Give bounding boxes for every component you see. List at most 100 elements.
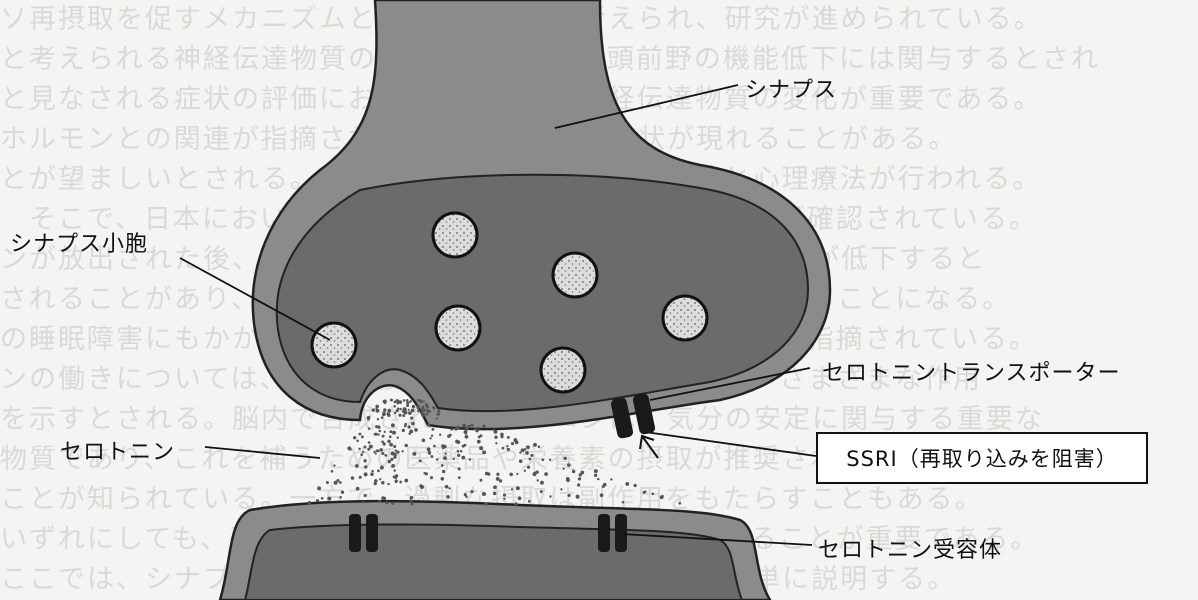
vesicle [433,213,477,257]
serotonin-dot [479,479,482,482]
serotonin-dot [421,406,424,409]
serotonin-dot [446,495,450,499]
label-serotonin: セロトニン [60,434,175,466]
serotonin-dot [529,458,532,461]
serotonin-dot [361,435,364,438]
serotonin-dot [427,447,431,451]
serotonin-dot [377,469,380,472]
serotonin-dot [511,442,514,445]
serotonin-dot [419,399,422,402]
serotonin-dot [572,470,576,474]
serotonin-dot [514,502,517,505]
serotonin-dot [339,481,342,484]
serotonin-dot [576,495,580,499]
serotonin-dot [364,472,368,476]
serotonin-dot [430,455,433,458]
leader-serotonin [205,447,320,458]
serotonin-dot [651,492,654,495]
serotonin-dot [500,433,503,436]
serotonin-dot [515,441,519,445]
serotonin-dot [317,486,321,490]
serotonin-dot [398,414,401,417]
serotonin-dot [371,470,374,473]
serotonin-dot [430,476,433,479]
serotonin-dot [534,471,536,473]
serotonin-dot [392,431,396,435]
serotonin-dot [389,436,392,439]
serotonin-dot [499,479,502,482]
serotonin-dot [678,502,681,505]
serotonin-dot [519,451,521,453]
serotonin-dot [427,410,431,414]
serotonin-dot [493,429,495,431]
serotonin-dot [417,407,419,409]
serotonin-dot [364,465,367,468]
serotonin-dot [355,464,359,468]
serotonin-dot [501,447,504,450]
serotonin-dot [383,411,386,414]
serotonin-dot [516,486,520,490]
serotonin-dot [538,445,541,448]
serotonin-dot [519,459,523,463]
serotonin-dot [600,493,604,497]
serotonin-dot [358,433,361,436]
serotonin-dot [409,499,412,502]
serotonin-dot [383,408,386,411]
serotonin-dot [389,443,393,447]
serotonin-dot [384,431,386,433]
serotonin-dot [432,406,435,409]
serotonin-dot [457,450,460,453]
serotonin-dot [564,457,567,460]
serotonin-dot [477,440,481,444]
serotonin-dot [379,448,383,452]
serotonin-dot [474,428,476,430]
serotonin-dot [484,502,487,505]
serotonin-dot [387,414,390,417]
serotonin-dot [633,484,636,487]
serotonin-dot [622,501,625,504]
serotonin-dot [496,477,500,481]
serotonin-dot [426,413,429,416]
serotonin-dot [441,477,445,481]
serotonin-dot [544,472,548,476]
serotonin-dot [392,424,395,427]
serotonin-dot [578,477,581,480]
serotonin-dot [540,481,544,485]
label-transporter: セロトニントランスポーター [822,355,1121,387]
vesicle [436,306,480,350]
serotonin-dot [409,429,413,433]
serotonin-dot [444,453,446,455]
serotonin-dot [381,440,384,443]
serotonin-dot [530,454,533,457]
serotonin-dot [460,450,463,453]
serotonin-dot [458,476,461,479]
serotonin-dot [391,464,395,468]
serotonin-dot [381,452,384,455]
serotonin-dot [364,446,367,449]
serotonin-dot [395,480,398,483]
serotonin-dot [429,425,431,427]
serotonin-dot [381,481,384,484]
serotonin-dot [528,500,531,503]
serotonin-dot [377,433,379,435]
serotonin-dot [390,398,393,401]
serotonin-dot [382,435,385,438]
serotonin-dot [448,487,450,489]
serotonin-dot [503,498,505,500]
serotonin-dot [399,408,401,410]
serotonin-dot [524,470,526,472]
serotonin-dot [450,428,453,431]
serotonin-dot [381,416,384,419]
serotonin-dot [358,448,360,450]
serotonin-dot [549,495,551,497]
serotonin-dot [465,435,469,439]
serotonin-dot [384,454,387,457]
serotonin-dot [443,456,447,460]
serotonin-dot [406,399,409,402]
serotonin-dot [408,411,412,415]
serotonin-dot [401,450,403,452]
serotonin-dot [526,445,530,449]
serotonin-dot [509,473,513,477]
serotonin-dot [465,495,468,498]
